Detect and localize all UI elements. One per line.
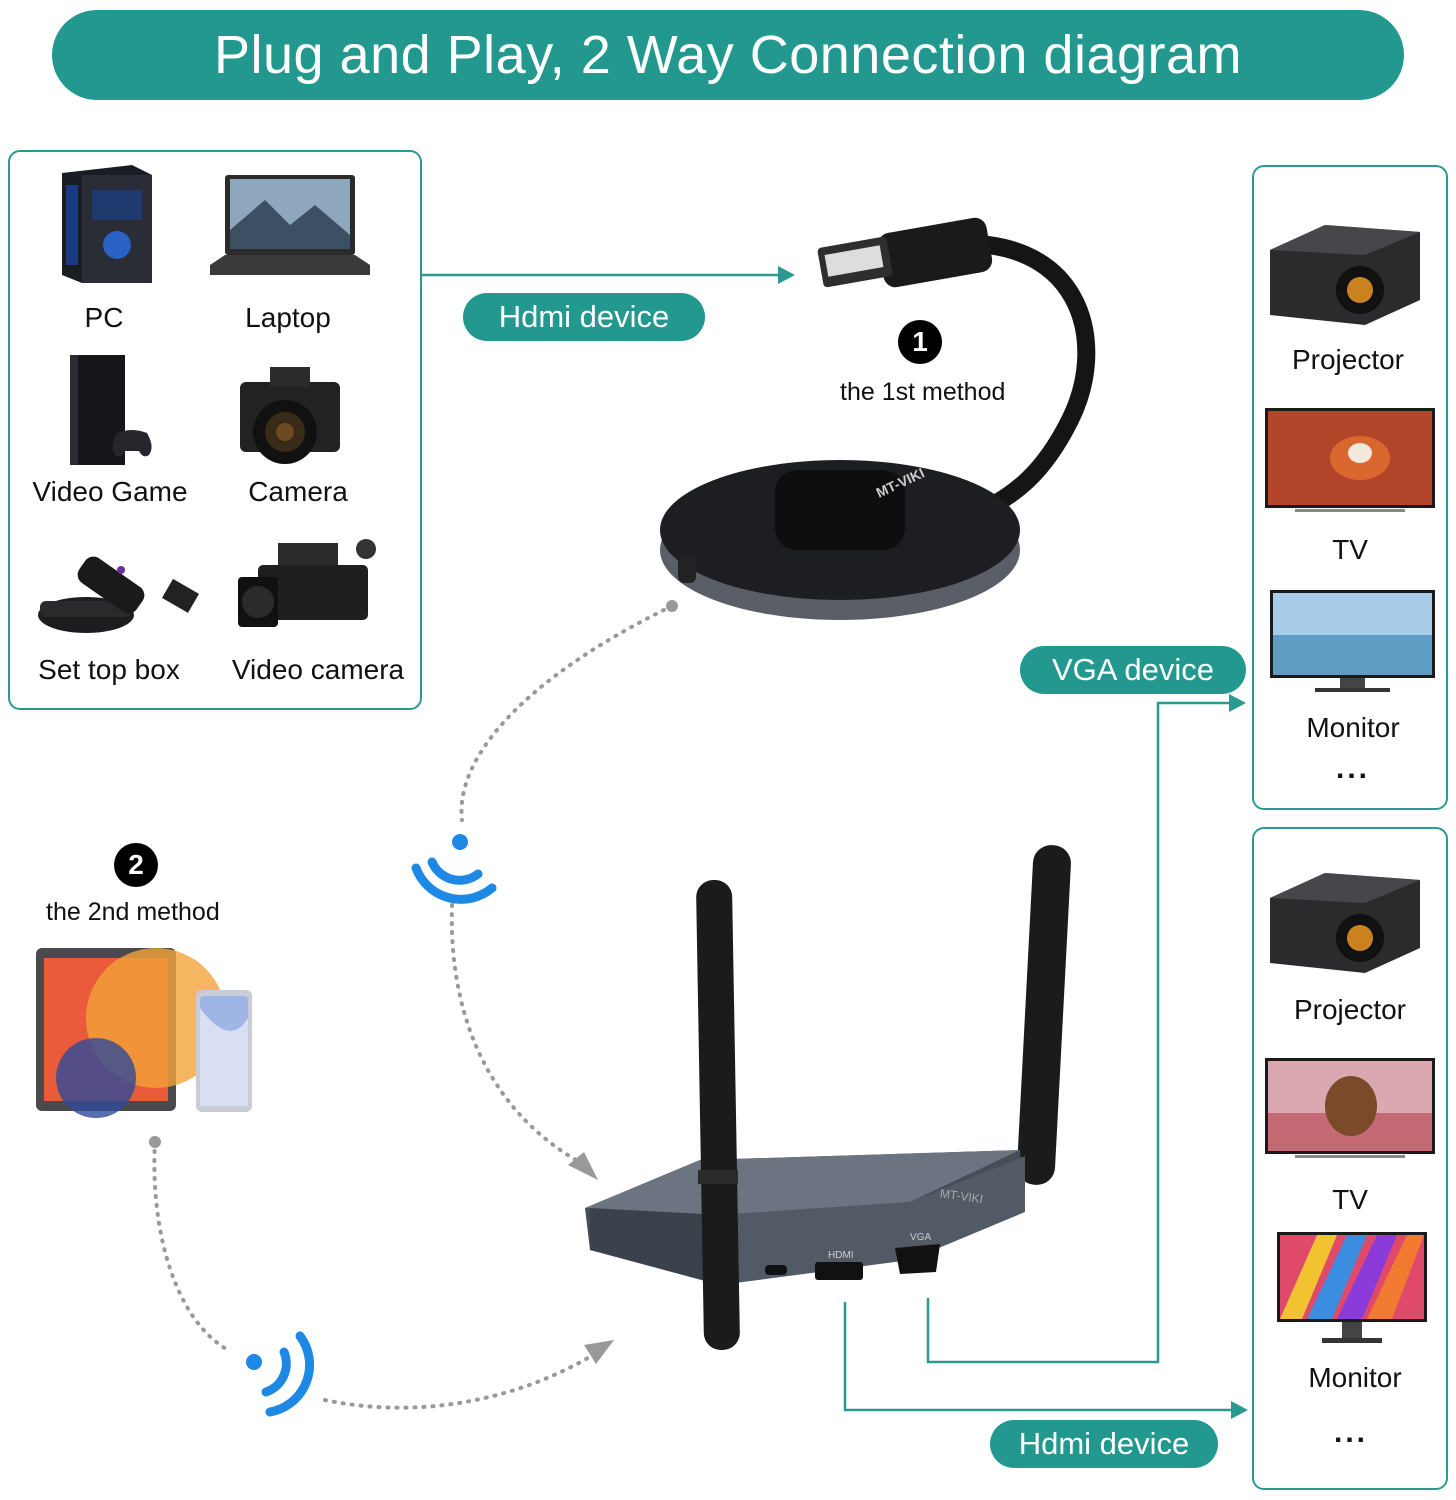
projector-icon bbox=[1270, 225, 1420, 325]
vga-device-label-monitor: Monitor bbox=[1306, 712, 1400, 743]
vga-device-label-tv: TV bbox=[1332, 534, 1368, 565]
hdmi-output-label: Hdmi device bbox=[990, 1420, 1218, 1468]
port-vga-label: VGA bbox=[910, 1232, 931, 1243]
source-label-camera: Camera bbox=[248, 476, 348, 507]
camera-icon bbox=[240, 367, 340, 464]
method1-label: the 1st method bbox=[840, 378, 1006, 406]
pc-tower-icon bbox=[62, 165, 152, 283]
set-top-box-icon bbox=[38, 556, 199, 633]
vga-output-label: VGA device bbox=[1020, 646, 1246, 694]
tv-icon bbox=[1265, 1058, 1435, 1158]
source-label-pc: PC bbox=[84, 302, 124, 333]
hdmi-device-label-tv: TV bbox=[1332, 1184, 1368, 1215]
hdmi-input-label: Hdmi device bbox=[463, 293, 705, 341]
video-camera-icon bbox=[238, 539, 376, 627]
source-label-laptop: Laptop bbox=[245, 302, 331, 333]
hdmi-device-label-monitor: Monitor bbox=[1308, 1362, 1402, 1393]
monitor-icon bbox=[1277, 1232, 1427, 1343]
receiver-brand: MT-VIKI bbox=[939, 1186, 984, 1206]
hdmi-more-indicator: ... bbox=[1334, 1416, 1369, 1449]
source-label-video-camera: Video camera bbox=[231, 654, 405, 685]
tablet-and-phone bbox=[36, 948, 252, 1118]
method1-number: 1 bbox=[898, 320, 942, 364]
vga-device-label-projector: Projector bbox=[1291, 344, 1405, 375]
source-label-video-game: Video Game bbox=[32, 476, 188, 507]
wifi-icon bbox=[246, 1331, 315, 1417]
laptop-icon bbox=[210, 175, 370, 275]
projector-icon bbox=[1270, 873, 1420, 973]
method2-label: the 2nd method bbox=[46, 898, 220, 926]
monitor-icon bbox=[1270, 590, 1435, 692]
wifi-icon bbox=[411, 834, 497, 904]
hdmi-device-label-projector: Projector bbox=[1293, 994, 1407, 1025]
page-title: Plug and Play, 2 Way Connection diagram bbox=[213, 25, 1243, 85]
port-hdmi-label: HDMI bbox=[828, 1250, 854, 1261]
method2-number: 2 bbox=[114, 843, 158, 887]
game-console-icon bbox=[70, 355, 152, 465]
source-label-set-top-box: Set top box bbox=[38, 654, 180, 685]
wireless-receiver: HDMI VGA MT-VIKI bbox=[585, 845, 1071, 1350]
tv-icon bbox=[1265, 408, 1435, 512]
hdmi-transmitter: MT-VIKI bbox=[660, 217, 1096, 620]
vga-more-indicator: ... bbox=[1336, 752, 1371, 785]
title-banner: Plug and Play, 2 Way Connection diagram bbox=[52, 10, 1404, 100]
